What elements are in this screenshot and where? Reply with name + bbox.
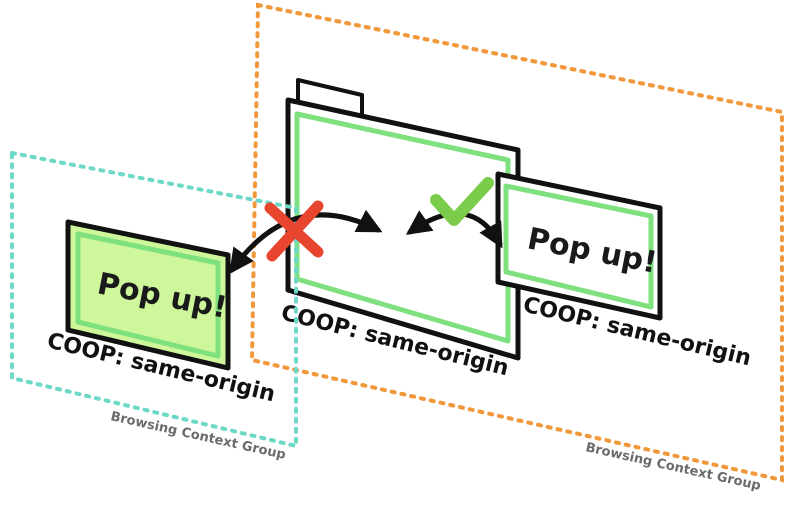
blocked-arrow [229, 209, 383, 275]
check-icon [430, 177, 494, 226]
left-popup-window [65, 219, 231, 371]
browsing-context-group-right-label: Browsing Context Group [584, 440, 762, 494]
cross-icon [264, 200, 324, 262]
browsing-context-group-left [10, 150, 298, 449]
